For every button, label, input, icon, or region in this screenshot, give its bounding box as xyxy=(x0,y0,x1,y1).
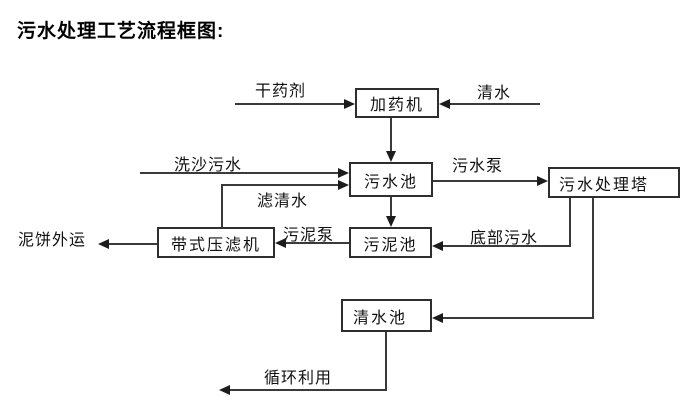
arrow-recycle-line xyxy=(230,389,387,391)
arrow-recycle-head-icon xyxy=(219,385,230,395)
arrow-sludge-pump-head-icon xyxy=(275,238,286,248)
node-dosing-machine: 加药机 xyxy=(355,88,439,118)
arrow-filtered-water-line xyxy=(221,184,338,186)
node-treatment-tower: 污水处理塔 xyxy=(548,167,680,198)
arrow-tower-to-clear-head-icon xyxy=(432,313,443,323)
arrow-clear-water-head-icon xyxy=(439,99,450,109)
label-dry-agent: 干药剂 xyxy=(255,83,307,100)
arrow-tower-to-clear-line xyxy=(443,317,594,319)
arrow-filtered-water-riser xyxy=(221,185,223,227)
label-recycle: 循环利用 xyxy=(264,370,333,387)
arrow-filtered-water-head-icon xyxy=(338,180,349,190)
arrow-clear-water-line xyxy=(450,103,540,105)
arrow-sand-washing-line xyxy=(140,172,338,174)
arrow-bottom-sewage-drop xyxy=(569,198,571,247)
diagram-title: 污水处理工艺流程框图: xyxy=(17,21,225,42)
arrow-sewage-to-sludge-line xyxy=(390,197,392,216)
node-sludge-pool: 污泥池 xyxy=(349,227,432,258)
label-sand-washing-sewage: 洗沙污水 xyxy=(174,157,243,174)
arrow-tower-to-clear-drop xyxy=(592,198,594,319)
arrow-mud-cake-line xyxy=(109,243,157,245)
arrow-dry-agent-head-icon xyxy=(344,99,355,109)
arrow-bottom-sewage-line xyxy=(443,245,571,247)
label-sewage-pump: 污水泵 xyxy=(452,158,504,175)
arrow-sludge-pump-line xyxy=(286,242,349,244)
node-clear-water-pool: 清水池 xyxy=(341,299,432,332)
arrow-sewage-pump-line xyxy=(433,180,537,182)
label-sludge-pump: 污泥泵 xyxy=(283,227,335,244)
label-filtered-water: 滤清水 xyxy=(257,193,309,210)
node-sewage-pool: 污水池 xyxy=(349,162,433,197)
arrow-sewage-pump-head-icon xyxy=(537,176,548,186)
arrow-sand-washing-head-icon xyxy=(338,168,349,178)
arrow-recycle-drop xyxy=(385,332,387,391)
label-mud-cake-out: 泥饼外运 xyxy=(18,232,87,249)
arrow-dry-agent-line xyxy=(235,103,344,105)
arrow-dosing-to-sewage-line xyxy=(390,118,392,152)
arrow-mud-cake-head-icon xyxy=(98,239,109,249)
label-bottom-sewage: 底部污水 xyxy=(470,230,539,247)
arrow-dosing-to-sewage-head-icon xyxy=(386,151,396,162)
node-belt-filter-press: 带式压滤机 xyxy=(157,227,275,258)
arrow-bottom-sewage-head-icon xyxy=(432,241,443,251)
label-clear-water: 清水 xyxy=(477,85,512,102)
arrow-sewage-to-sludge-head-icon xyxy=(386,216,396,227)
